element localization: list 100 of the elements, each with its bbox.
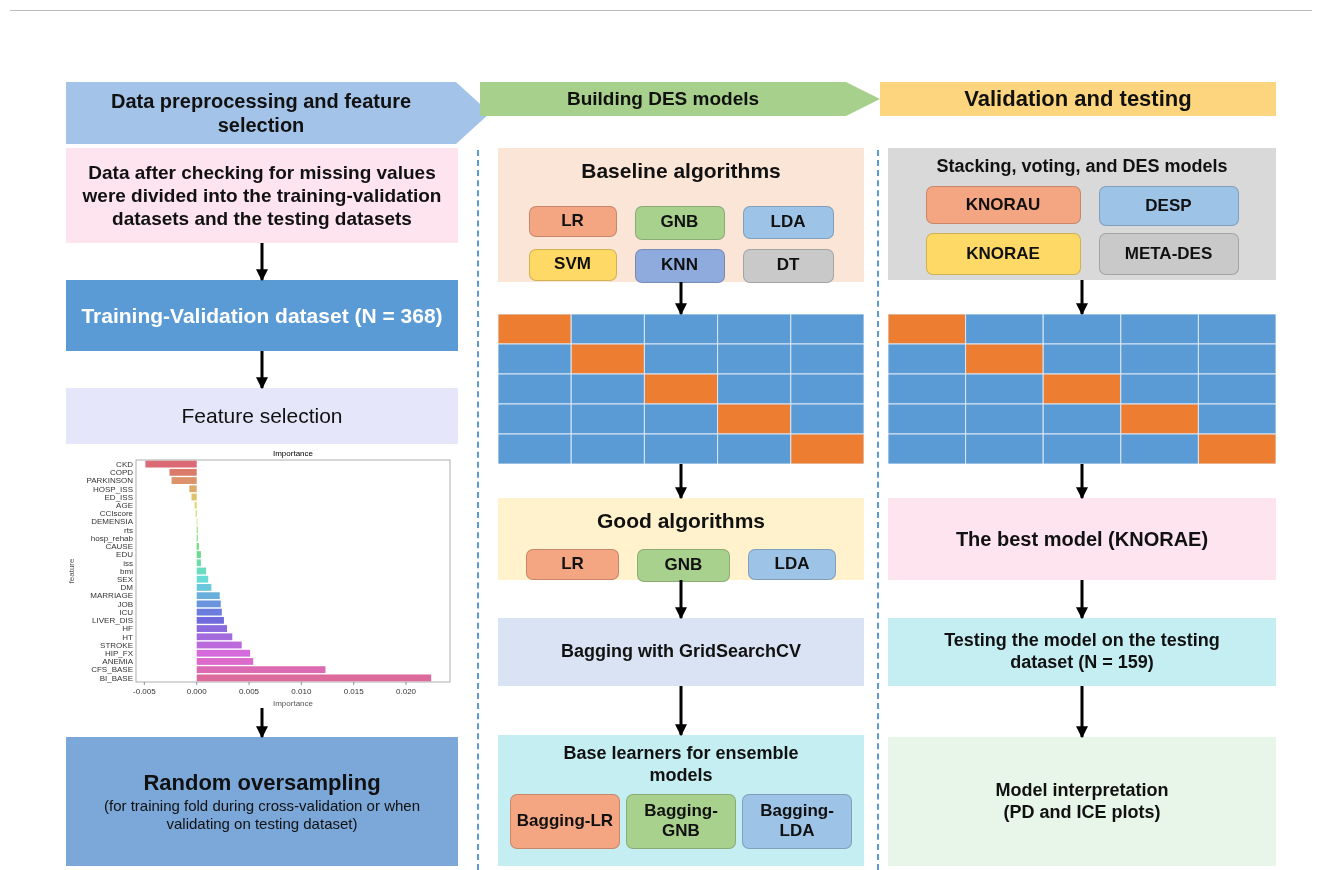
chip-label: GNB	[664, 554, 703, 576]
process-box	[66, 280, 458, 351]
chip-label: Bagging-LR	[516, 811, 614, 832]
node-text: Baseline algorithms	[581, 158, 781, 184]
chip-label: KNORAU	[965, 194, 1041, 216]
node-text: Bagging with GridSearchCV	[561, 641, 801, 663]
arrow	[675, 580, 687, 620]
category-label: AGE	[116, 501, 133, 510]
chip-label: DT	[776, 255, 800, 276]
x-tick: -0.005	[133, 681, 156, 696]
node-text: The best model (KNORAE)	[955, 526, 1209, 552]
chip-label: GNB	[660, 212, 699, 233]
chip-label: KNORAE	[966, 243, 1040, 265]
x-tick-label: -0.005	[133, 687, 157, 696]
node-text: Good algorithms	[597, 508, 765, 534]
algorithm-chip	[510, 793, 620, 849]
arrow	[1076, 580, 1088, 620]
category-label: JOB	[117, 599, 133, 609]
chip-label: SVM	[554, 254, 591, 275]
x-tick: 0.010	[291, 681, 312, 696]
chip-label: KNN	[661, 255, 698, 276]
category-label: HT	[122, 632, 133, 642]
algorithm-chip	[526, 548, 619, 580]
algorithm-chip	[1098, 232, 1239, 275]
algorithm-chip	[925, 185, 1081, 224]
category-label: ICU	[119, 607, 133, 617]
node-text: Feature selection	[181, 403, 343, 429]
category-label: HIP_FX	[105, 649, 133, 658]
node-text: Random oversampling	[143, 769, 381, 797]
chip-label: LDA	[774, 553, 810, 575]
process-box	[888, 498, 1276, 580]
category-label: HOSP_ISS	[93, 484, 133, 494]
algorithm-chip	[748, 548, 836, 580]
cross-validation-grid-drawing	[888, 314, 1276, 464]
category-label: bmi	[120, 566, 133, 576]
category-label: LIVER_DIS	[92, 616, 133, 626]
category-label: iss	[123, 558, 133, 568]
category-label: CCIscore	[99, 509, 133, 519]
chip-label: META-DES	[1124, 243, 1213, 265]
algorithm-chip	[742, 248, 834, 283]
x-tick: 0.020	[396, 681, 417, 696]
category-label: EDU	[116, 550, 133, 560]
algorithm-chip	[925, 232, 1081, 275]
chip-label: Bagging-LDA	[759, 800, 835, 843]
node-text: Building DES models	[566, 87, 760, 111]
arrow	[256, 243, 268, 282]
category-label: BI_BASE	[99, 673, 133, 683]
category-label: COPD	[109, 468, 133, 478]
process-box	[888, 737, 1276, 866]
category-label: DM	[120, 583, 133, 593]
x-tick: 0.000	[186, 681, 207, 696]
algorithm-chip	[742, 793, 852, 849]
algorithm-chip	[742, 205, 834, 239]
process-box	[66, 148, 458, 243]
algorithm-chip	[637, 548, 730, 582]
node-text: Testing the model on the testing dataset (N = 159)	[943, 630, 1221, 674]
category-label: STROKE	[100, 640, 133, 650]
category-label: DEMENSIA	[91, 517, 133, 527]
category-label: ANEMIA	[102, 657, 133, 667]
node-text: Data preprocessing and feature selection	[109, 88, 413, 138]
category-label: SEX	[117, 575, 133, 584]
arrow	[256, 708, 268, 739]
x-tick-label: 0.005	[239, 687, 260, 696]
x-tick-label: 0.015	[343, 687, 365, 696]
process-box	[498, 618, 864, 686]
algorithm-chip	[528, 248, 617, 281]
chip-label: Bagging-GNB	[643, 800, 719, 843]
algorithm-chip	[1098, 185, 1239, 226]
axis-title: Importance	[273, 699, 313, 708]
category-label: MARRIAGE	[90, 591, 133, 601]
arrow	[256, 351, 268, 390]
x-tick: 0.015	[343, 681, 364, 696]
section-header	[880, 82, 1276, 116]
node-text: Model interpretation (PD and ICE plots)	[994, 779, 1170, 824]
group-panel	[498, 735, 864, 866]
algorithm-chip	[634, 248, 725, 283]
x-tick-label: 0.020	[396, 687, 417, 696]
algorithm-chip	[634, 205, 725, 240]
process-box	[66, 388, 458, 444]
chip-label: LDA	[770, 211, 806, 233]
axis-title: feature	[67, 558, 76, 584]
x-tick-label: 0.000	[186, 687, 208, 696]
category-label: CAUSE	[105, 542, 133, 552]
node-note: (for training fold during cross-validation or when validating on testing dataset)	[103, 796, 421, 834]
chart-title: Importance	[273, 449, 313, 458]
category-label: HF	[122, 624, 133, 634]
chip-label: DESP	[1145, 195, 1192, 217]
category-label: CFS_BASE	[91, 665, 133, 675]
arrow	[675, 464, 687, 500]
node-text: Validation and testing	[964, 85, 1192, 113]
node-text: Training-Validation dataset (N = 368)	[81, 302, 443, 329]
chip-label: LR	[561, 553, 584, 575]
category-label: PARKINSON	[86, 476, 133, 486]
node-text: Data after checking for missing values were divided into the training-validation datasets and the testing datasets	[81, 160, 443, 231]
group-panel	[888, 148, 1276, 280]
node-text: Base learners for ensemble models	[562, 743, 800, 787]
category-label: CKD	[116, 459, 133, 469]
arrow	[1076, 280, 1088, 316]
group-panel	[498, 148, 864, 282]
x-tick: 0.005	[239, 681, 260, 696]
